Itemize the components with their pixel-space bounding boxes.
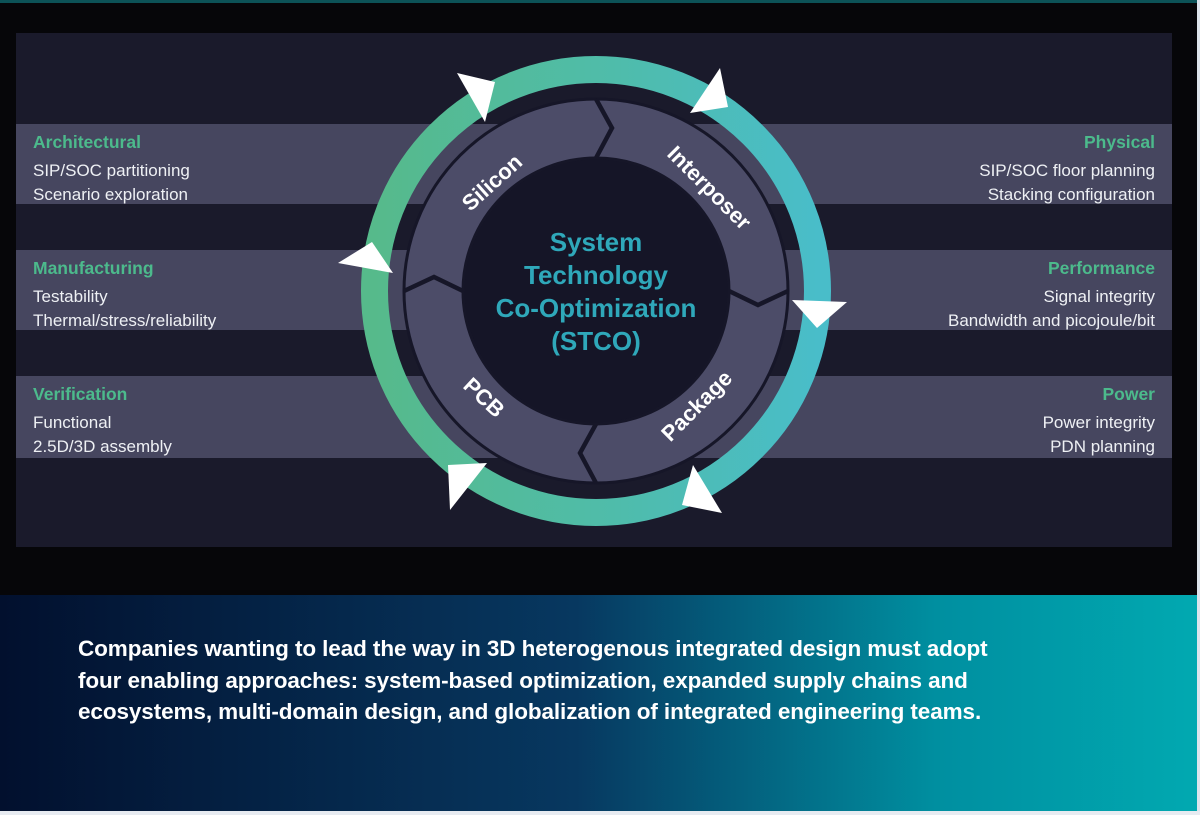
category-title: Physical (1083, 132, 1155, 152)
right-edge-strip (1197, 0, 1200, 815)
stco-title: System Technology Co-Optimization (STCO) (446, 226, 746, 358)
category-item: Thermal/stress/reliability (33, 311, 217, 330)
summary-line: four enabling approaches: system-based o… (78, 667, 968, 693)
stco-title-line: (STCO) (551, 326, 641, 356)
segment-divider-bottom (577, 422, 598, 485)
category-title: Verification (33, 384, 128, 404)
category-item: Stacking configuration (987, 185, 1155, 204)
category-item: Scenario exploration (33, 185, 188, 204)
category-title: Manufacturing (33, 258, 154, 278)
cycle-arrow-icon (457, 73, 495, 122)
summary-line: ecosystems, multi-domain design, and glo… (78, 699, 982, 724)
summary-line: Companies wanting to lead the way in 3D … (78, 636, 988, 661)
stco-title-line: System (549, 227, 643, 257)
category-item: Functional (33, 413, 112, 432)
cycle-arrow-icon (690, 68, 728, 113)
bottom-edge-strip (0, 811, 1200, 815)
cycle-arrow-icon (448, 463, 487, 510)
summary-banner: Companies wanting to lead the way in 3D … (0, 595, 1200, 811)
cycle-arrow-icon (792, 300, 847, 328)
hub-circle (461, 156, 731, 426)
segment-divider-right (728, 288, 789, 308)
category-manufacturing: Manufacturing Testability Thermal/stress… (33, 258, 363, 333)
category-performance: Performance Signal integrity Bandwidth a… (825, 258, 1155, 333)
category-title: Architectural (33, 132, 141, 152)
cycle-arrow-icon (682, 465, 722, 513)
category-item: SIP/SOC partitioning (33, 161, 190, 180)
category-item: 2.5D/3D assembly (33, 437, 172, 456)
category-item: SIP/SOC floor planning (979, 161, 1155, 180)
category-item: Power integrity (1042, 413, 1155, 432)
category-power: Power Power integrity PDN planning (825, 384, 1155, 459)
stco-title-line: Co-Optimization (495, 293, 697, 323)
category-item: Testability (33, 287, 108, 306)
category-title: Performance (1048, 258, 1155, 278)
summary-text: Companies wanting to lead the way in 3D … (78, 633, 1138, 728)
segment-divider-left (403, 274, 464, 294)
category-physical: Physical SIP/SOC floor planning Stacking… (825, 132, 1155, 207)
cycle-arrow-icon (338, 242, 393, 273)
category-item: Bandwidth and picojoule/bit (948, 311, 1155, 330)
diagram-panel: Architectural SIP/SOC partitioning Scena… (16, 33, 1172, 547)
category-verification: Verification Functional 2.5D/3D assembly (33, 384, 363, 459)
cycle-ring (361, 56, 831, 526)
category-architectural: Architectural SIP/SOC partitioning Scena… (33, 132, 363, 207)
category-title: Power (1102, 384, 1155, 404)
stco-title-line: Technology (524, 260, 668, 290)
category-item: PDN planning (1050, 437, 1155, 456)
top-accent-line (0, 0, 1200, 3)
stco-cycle-diagram: Silicon Interposer PCB Package (338, 56, 847, 526)
category-item: Signal integrity (1043, 287, 1155, 306)
segment-divider-top (594, 97, 615, 160)
